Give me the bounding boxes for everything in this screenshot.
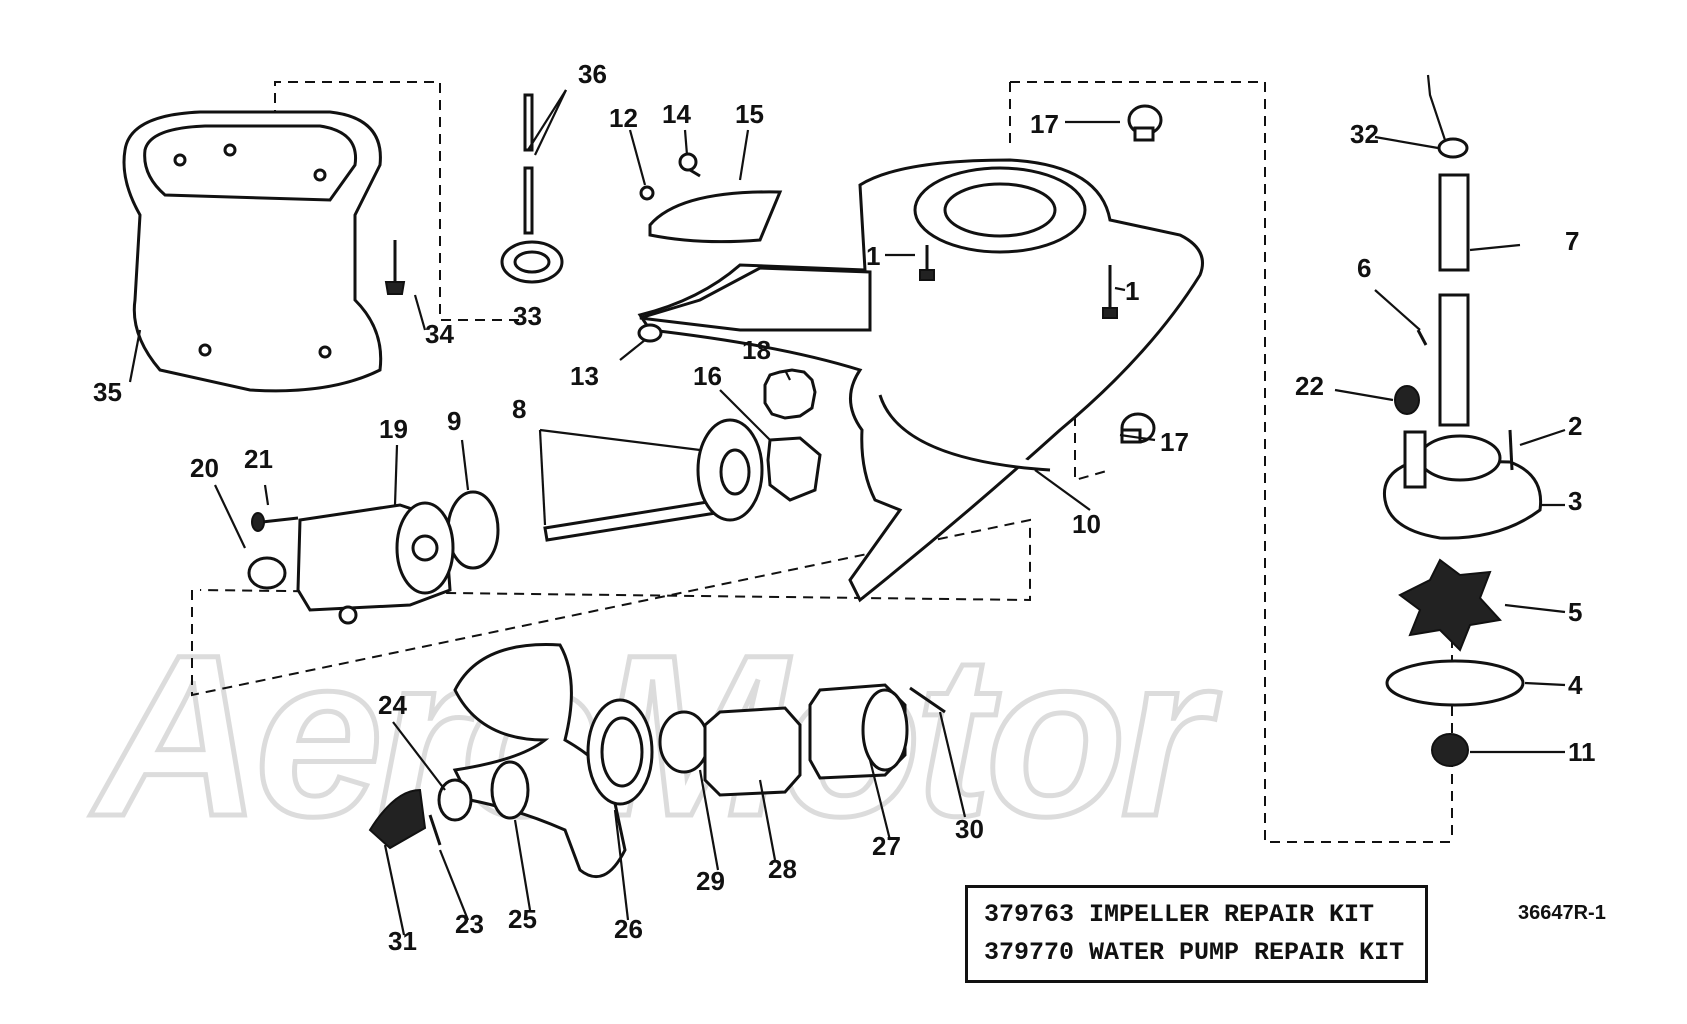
- callout-5: 5: [1568, 597, 1582, 627]
- retainer-part: [766, 436, 822, 502]
- clutch-dog-part: [703, 706, 802, 797]
- callout-23: 23: [455, 909, 484, 939]
- callout-6: 6: [1357, 253, 1371, 283]
- callout-4: 4: [1568, 670, 1583, 700]
- bolt-part: [919, 245, 1118, 319]
- callout-15: 15: [735, 99, 764, 129]
- screw-21-part: [251, 512, 299, 532]
- callout-11: 11: [1568, 737, 1596, 767]
- callout-10: 10: [1072, 509, 1101, 539]
- group-outline-gearcase: [1010, 81, 1450, 843]
- impeller-part: [1398, 558, 1502, 652]
- propeller-shaft-part: [543, 418, 764, 542]
- callout-3: 3: [1568, 486, 1582, 516]
- shift-pin-part: [909, 686, 946, 714]
- callout-26: 26: [614, 914, 643, 944]
- callout-35: 35: [93, 377, 122, 407]
- pin-part: [523, 93, 534, 235]
- callout-25: 25: [508, 904, 537, 934]
- nut-part: [637, 323, 663, 343]
- callout-22: 22: [1295, 371, 1324, 401]
- callout-13: 13: [570, 361, 599, 391]
- group-outline-exhaust: [274, 81, 525, 321]
- callout-32: 32: [1350, 119, 1379, 149]
- o-ring-part: [446, 490, 500, 570]
- seal-part: [500, 240, 564, 284]
- plate-4-part: [1385, 659, 1525, 707]
- callout-9: 9: [447, 406, 461, 436]
- propeller-part: [452, 643, 654, 879]
- callout-19: 19: [379, 414, 408, 444]
- callout-1-a: 1: [866, 241, 880, 271]
- callout-21: 21: [244, 444, 273, 474]
- callout-8: 8: [512, 394, 526, 424]
- callout-1-b: 1: [1125, 276, 1139, 306]
- driveshaft-lower-part: [1438, 293, 1470, 427]
- callout-20: 20: [190, 453, 219, 483]
- trim-plate-part: [639, 152, 783, 244]
- drawing-number: 36647R-1: [1518, 902, 1606, 924]
- driveshaft-upper-part: [1438, 173, 1470, 272]
- bushing-part: [247, 556, 287, 590]
- callout-36: 36: [578, 59, 607, 89]
- group-outline-lower: [1074, 280, 1111, 482]
- callout-31: 31: [388, 926, 417, 956]
- exhaust-housing-part: [122, 110, 383, 393]
- seal-22-part: [1394, 385, 1420, 415]
- callout-34: 34: [425, 319, 454, 349]
- screw-2-part: [1508, 429, 1514, 471]
- plug-part: [1120, 104, 1163, 444]
- spacer-part: [658, 710, 710, 774]
- screw-part: [384, 240, 406, 295]
- callout-29: 29: [696, 866, 725, 896]
- pinion-gear-part: [763, 368, 817, 420]
- group-outline-propshaft: [191, 518, 1031, 697]
- callout-18: 18: [742, 335, 771, 365]
- callout-17-bottom: 17: [1160, 427, 1189, 457]
- callout-16: 16: [693, 361, 722, 391]
- callout-14: 14: [662, 99, 691, 129]
- callout-24: 24: [378, 690, 407, 720]
- bearing-housing-part: [296, 501, 455, 625]
- water-pump-kit-label: 379770 WATER PUMP REPAIR KIT: [984, 938, 1405, 967]
- watermark-text: AeroMotor: [90, 607, 1220, 864]
- gearcase-housing-part: [637, 158, 1204, 603]
- cone-part: [368, 788, 427, 850]
- pin-6-part: [1416, 329, 1428, 346]
- prop-nut-part: [437, 778, 473, 822]
- grommet-11-part: [1431, 733, 1469, 767]
- callout-28: 28: [768, 854, 797, 884]
- callout-30: 30: [955, 814, 984, 844]
- callout-7: 7: [1565, 226, 1579, 256]
- pump-housing-part: [1382, 430, 1543, 540]
- callout-33: 33: [513, 301, 542, 331]
- callout-27: 27: [872, 831, 901, 861]
- repair-kit-box: 379763 IMPELLER REPAIR KIT 379770 WATER …: [965, 885, 1428, 983]
- o-ring-32-part: [1437, 137, 1469, 159]
- callout-17-top: 17: [1030, 109, 1059, 139]
- thrust-washer-part: [490, 760, 530, 820]
- impeller-kit-label: 379763 IMPELLER REPAIR KIT: [984, 900, 1375, 929]
- forward-gear-part: [808, 683, 909, 780]
- callout-12: 12: [609, 103, 638, 133]
- cotter-pin-part: [428, 814, 442, 846]
- leader-lines: [128, 74, 1566, 936]
- callout-2: 2: [1568, 411, 1582, 441]
